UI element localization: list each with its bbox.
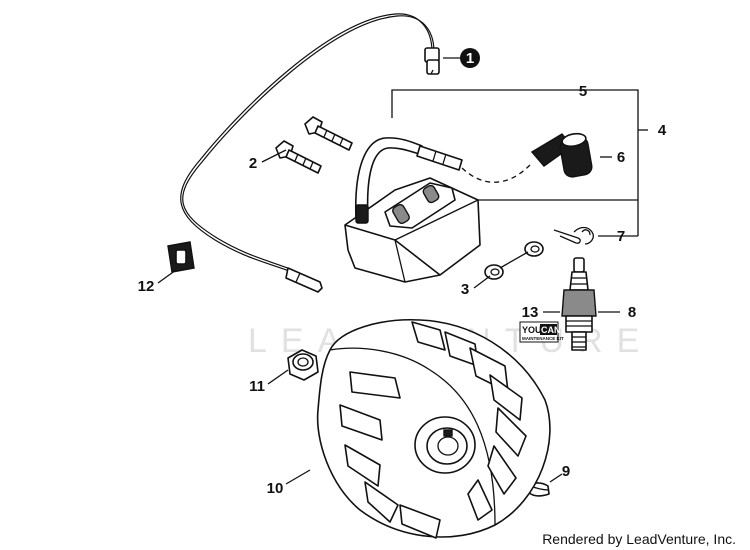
part-2-bolt-upper[interactable] [304,116,353,151]
callout-6[interactable]: 6 [617,149,625,166]
part-12-grommet[interactable] [167,241,195,273]
callout-13[interactable]: 13 [522,304,539,321]
part-1-connector[interactable] [424,47,440,75]
callout-8[interactable]: 8 [628,304,636,321]
kit-badge-can: CAN [541,325,561,335]
callout-9[interactable]: 9 [562,463,570,480]
callout-1[interactable]: 1 [466,50,474,67]
part-8-spark-plug[interactable] [561,257,597,351]
part-2-bolt-lower[interactable] [275,140,322,174]
callout-7[interactable]: 7 [617,228,625,245]
callout-11[interactable]: 11 [249,378,265,395]
callout-1-circle [460,48,480,68]
part-11-nut[interactable] [287,349,319,381]
part-6-plug-boot[interactable] [530,132,593,178]
callout-5[interactable]: 5 [579,83,587,100]
part-5-ignition-coil[interactable] [344,137,531,283]
callout-12[interactable]: 12 [138,278,155,295]
leader-lines [157,57,620,485]
wire-terminal [285,267,323,293]
part-10-flywheel[interactable] [316,318,551,539]
part-13-maintenance-kit[interactable]: YOU CAN MAINTENANCE KIT [519,321,564,343]
footer-credit: Rendered by LeadVenture, Inc. [542,531,736,547]
callout-10[interactable]: 10 [267,480,284,497]
group-bracket [391,89,648,237]
callout-2[interactable]: 2 [249,155,257,172]
callout-3[interactable]: 3 [461,281,469,298]
part-3-spacer-lower[interactable] [484,264,504,280]
kit-badge-you: YOU [522,325,542,335]
part-3-spacer-upper[interactable] [524,241,544,257]
ignition-wire [180,13,433,273]
callout-4[interactable]: 4 [658,122,667,139]
part-7-spring[interactable] [553,226,594,245]
kit-badge-subtitle: MAINTENANCE KIT [522,336,564,341]
